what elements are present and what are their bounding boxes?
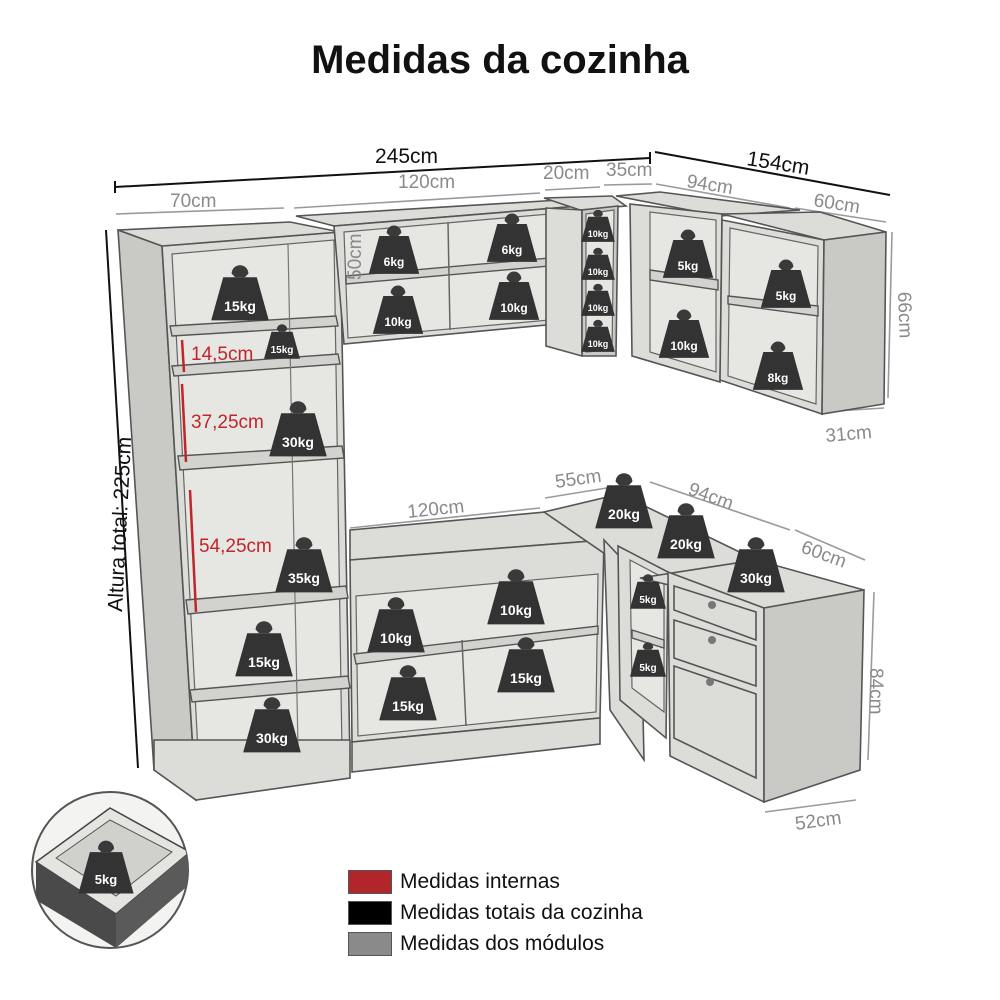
svg-text:8kg: 8kg bbox=[768, 371, 789, 385]
weight-u2: 6kg bbox=[486, 213, 538, 262]
weight-b2: 10kg bbox=[367, 597, 425, 653]
weight-t1: 20kg bbox=[595, 473, 653, 529]
weight-t2: 20kg bbox=[657, 503, 715, 559]
weight-w3: 30kg bbox=[269, 401, 327, 457]
svg-text:10kg: 10kg bbox=[588, 229, 609, 239]
svg-text:10kg: 10kg bbox=[588, 303, 609, 313]
svg-text:10kg: 10kg bbox=[588, 339, 609, 349]
weight-n2: 10kg bbox=[581, 247, 615, 280]
svg-text:30kg: 30kg bbox=[256, 730, 288, 746]
svg-text:35kg: 35kg bbox=[288, 570, 320, 586]
svg-text:10kg: 10kg bbox=[500, 301, 527, 315]
svg-text:10kg: 10kg bbox=[500, 602, 532, 618]
dim-base-120: 120cm bbox=[406, 496, 465, 523]
legend-item-internal: Medidas internas bbox=[348, 866, 643, 897]
internal-c: 54,25cm bbox=[199, 536, 272, 557]
legend-item-modules: Medidas dos módulos bbox=[348, 928, 643, 959]
svg-text:15kg: 15kg bbox=[224, 298, 256, 314]
side-width-line bbox=[654, 151, 891, 196]
svg-text:6kg: 6kg bbox=[502, 243, 523, 257]
legend: Medidas internas Medidas totais da cozin… bbox=[348, 866, 643, 959]
weight-w4: 35kg bbox=[275, 537, 333, 593]
side-width-label: 154cm bbox=[745, 147, 811, 180]
dim-top-35: 35cm bbox=[606, 160, 652, 181]
niche-cabinet bbox=[543, 195, 629, 358]
svg-text:15kg: 15kg bbox=[271, 345, 294, 356]
weight-b4: 15kg bbox=[379, 665, 437, 721]
legend-label-modules: Medidas dos módulos bbox=[400, 931, 605, 955]
svg-text:15kg: 15kg bbox=[510, 670, 542, 686]
weight-c2: 10kg bbox=[658, 309, 710, 358]
tall-cabinet bbox=[117, 221, 351, 802]
legend-swatch-red bbox=[348, 869, 392, 894]
weight-n1: 10kg bbox=[581, 209, 615, 242]
upper-side-cabinet bbox=[719, 211, 887, 416]
dim-base-55: 55cm bbox=[554, 466, 603, 493]
weight-w5: 15kg bbox=[235, 621, 293, 677]
svg-text:20kg: 20kg bbox=[608, 506, 640, 522]
svg-text:5kg: 5kg bbox=[678, 259, 699, 273]
svg-text:15kg: 15kg bbox=[248, 654, 280, 670]
svg-text:6kg: 6kg bbox=[384, 255, 405, 269]
svg-text:10kg: 10kg bbox=[670, 339, 697, 353]
weight-w1b: 15kg bbox=[264, 324, 300, 359]
internal-lines bbox=[180, 339, 198, 613]
legend-label-total: Medidas totais da cozinha bbox=[400, 900, 643, 924]
weight-n3: 10kg bbox=[581, 283, 615, 316]
svg-text:5kg: 5kg bbox=[776, 289, 797, 303]
weight-s1: 5kg bbox=[630, 574, 666, 609]
weight-u1: 6kg bbox=[368, 225, 420, 274]
legend-swatch-black bbox=[348, 900, 392, 925]
svg-text:10kg: 10kg bbox=[380, 630, 412, 646]
weight-c3: 5kg bbox=[760, 259, 812, 308]
dim-upper-h: 50cm bbox=[345, 234, 366, 280]
internal-b: 37,25cm bbox=[191, 412, 264, 433]
module-dim-lines bbox=[115, 183, 893, 813]
dim-top-94: 94cm bbox=[685, 171, 734, 199]
dim-upper-depth: 31cm bbox=[825, 422, 873, 447]
dim-top-20: 20cm bbox=[543, 163, 589, 184]
dim-base-depth: 52cm bbox=[794, 808, 843, 835]
total-height-line bbox=[105, 229, 139, 769]
weight-b1: 10kg bbox=[487, 569, 545, 625]
dim-upper-side-h: 66cm bbox=[893, 291, 916, 338]
total-width-line bbox=[114, 152, 651, 193]
svg-text:15kg: 15kg bbox=[392, 698, 424, 714]
base-drawer-cabinet bbox=[639, 559, 865, 804]
dim-base-h: 84cm bbox=[865, 668, 886, 714]
svg-text:5kg: 5kg bbox=[639, 663, 656, 674]
weight-c4: 8kg bbox=[752, 341, 804, 390]
page-title: Medidas da cozinha bbox=[311, 38, 689, 82]
legend-label-internal: Medidas internas bbox=[400, 869, 560, 893]
svg-text:10kg: 10kg bbox=[588, 267, 609, 277]
svg-text:5kg: 5kg bbox=[639, 595, 656, 606]
weight-b3: 15kg bbox=[497, 637, 555, 693]
drawer-weight: 5kg bbox=[95, 872, 117, 887]
weight-w1: 15kg bbox=[211, 265, 269, 321]
weight-t3: 30kg bbox=[727, 537, 785, 593]
legend-swatch-gray bbox=[348, 931, 392, 956]
weight-n4: 10kg bbox=[581, 319, 615, 352]
svg-text:20kg: 20kg bbox=[670, 536, 702, 552]
weight-u3: 10kg bbox=[372, 285, 424, 334]
dim-top-left: 70cm bbox=[170, 191, 216, 212]
weight-u4: 10kg bbox=[488, 271, 540, 320]
dim-top-mid: 120cm bbox=[398, 172, 455, 193]
total-width-label: 245cm bbox=[375, 145, 438, 168]
weight-w6: 30kg bbox=[243, 697, 301, 753]
drawer-detail: 5kg bbox=[31, 791, 189, 949]
internal-a: 14,5cm bbox=[191, 344, 253, 365]
legend-item-total: Medidas totais da cozinha bbox=[348, 897, 643, 928]
weight-c1: 5kg bbox=[662, 229, 714, 278]
svg-text:10kg: 10kg bbox=[384, 315, 411, 329]
weight-s2: 5kg bbox=[630, 642, 666, 677]
total-height-label: Altura total: 225cm bbox=[104, 436, 136, 612]
svg-text:30kg: 30kg bbox=[740, 570, 772, 586]
svg-text:30kg: 30kg bbox=[282, 434, 314, 450]
